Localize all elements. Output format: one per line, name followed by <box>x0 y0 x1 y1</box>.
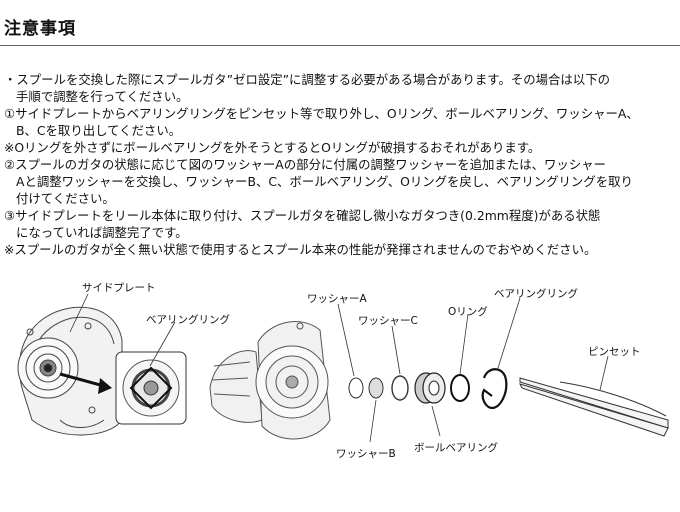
label-washer-a: ワッシャーA <box>307 293 367 305</box>
reel-in-hand-illustration <box>209 321 331 440</box>
side-plate-illustration <box>17 306 123 436</box>
bearing-ring-detail <box>115 351 187 425</box>
leader-line <box>149 321 176 367</box>
bearing-ring-part <box>481 368 508 410</box>
page-title: 注意事項 <box>4 19 76 39</box>
label-bearing-ring-detail: ベアリングリング <box>146 314 230 326</box>
washer-c-part <box>391 375 409 401</box>
label-bearing-ring: ベアリングリング <box>494 288 578 300</box>
leader-line <box>459 313 469 375</box>
leader-line <box>337 303 355 377</box>
instructions-block: ・スプールを交換した際にスプールガタ”ゼロ設定”に調整する必要がある場合がありま… <box>4 71 676 258</box>
washer-a-part <box>348 377 364 399</box>
washer-b-part <box>368 377 384 399</box>
ball-bearing-part <box>414 372 446 404</box>
instruction-line: 付けてください。 <box>16 191 115 206</box>
instruction-line: になっていれば調整完了です。 <box>16 225 188 240</box>
label-ball-bearing: ボールベアリング <box>414 442 498 454</box>
instruction-line: Aと調整ワッシャーを交換し、ワッシャーB、C、ボールベアリング、Oリングを戻し、… <box>16 174 633 189</box>
label-o-ring: Oリング <box>448 306 488 318</box>
reel-disassembly-diagram <box>17 293 669 443</box>
instruction-line: ・スプールを交換した際にスプールガタ”ゼロ設定”に調整する必要がある場合がありま… <box>4 72 610 87</box>
leader-line <box>391 325 401 375</box>
leader-line <box>369 399 377 443</box>
leader-line <box>599 355 609 391</box>
title-divider <box>0 45 680 46</box>
instruction-note: ※Oリングを外さずにボールベアリングを外そうとするとOリングが破損するおそれがあ… <box>4 140 541 155</box>
o-ring-part <box>450 374 470 402</box>
instruction-line: ①サイドプレートからベアリングリングをピンセット等で取り外し、Oリング、ボールベ… <box>4 106 639 121</box>
label-washer-c: ワッシャーC <box>358 315 418 327</box>
arrow-icon <box>59 372 112 394</box>
instruction-line: 手順で調整を行ってください。 <box>16 89 189 104</box>
instruction-line: B、Cを取り出してください。 <box>16 123 182 138</box>
tweezers-illustration <box>519 377 669 437</box>
instruction-line: ②スプールのガタの状態に応じて図のワッシャーAの部分に付属の調整ワッシャーを追加… <box>4 157 606 172</box>
instruction-note: ※スプールのガタが全く無い状態で使用するとスプール本来の性能が発揮されませんので… <box>4 242 597 257</box>
leader-line <box>431 405 441 437</box>
label-washer-b: ワッシャーB <box>336 448 396 460</box>
label-side-plate: サイドプレート <box>82 282 156 294</box>
leader-line <box>69 293 89 333</box>
label-tweezers: ピンセット <box>588 346 641 358</box>
instruction-line: ③サイドプレートをリール本体に取り付け、スプールガタを確認し微小なガタつき(0.… <box>4 208 601 223</box>
leader-line <box>497 297 521 369</box>
